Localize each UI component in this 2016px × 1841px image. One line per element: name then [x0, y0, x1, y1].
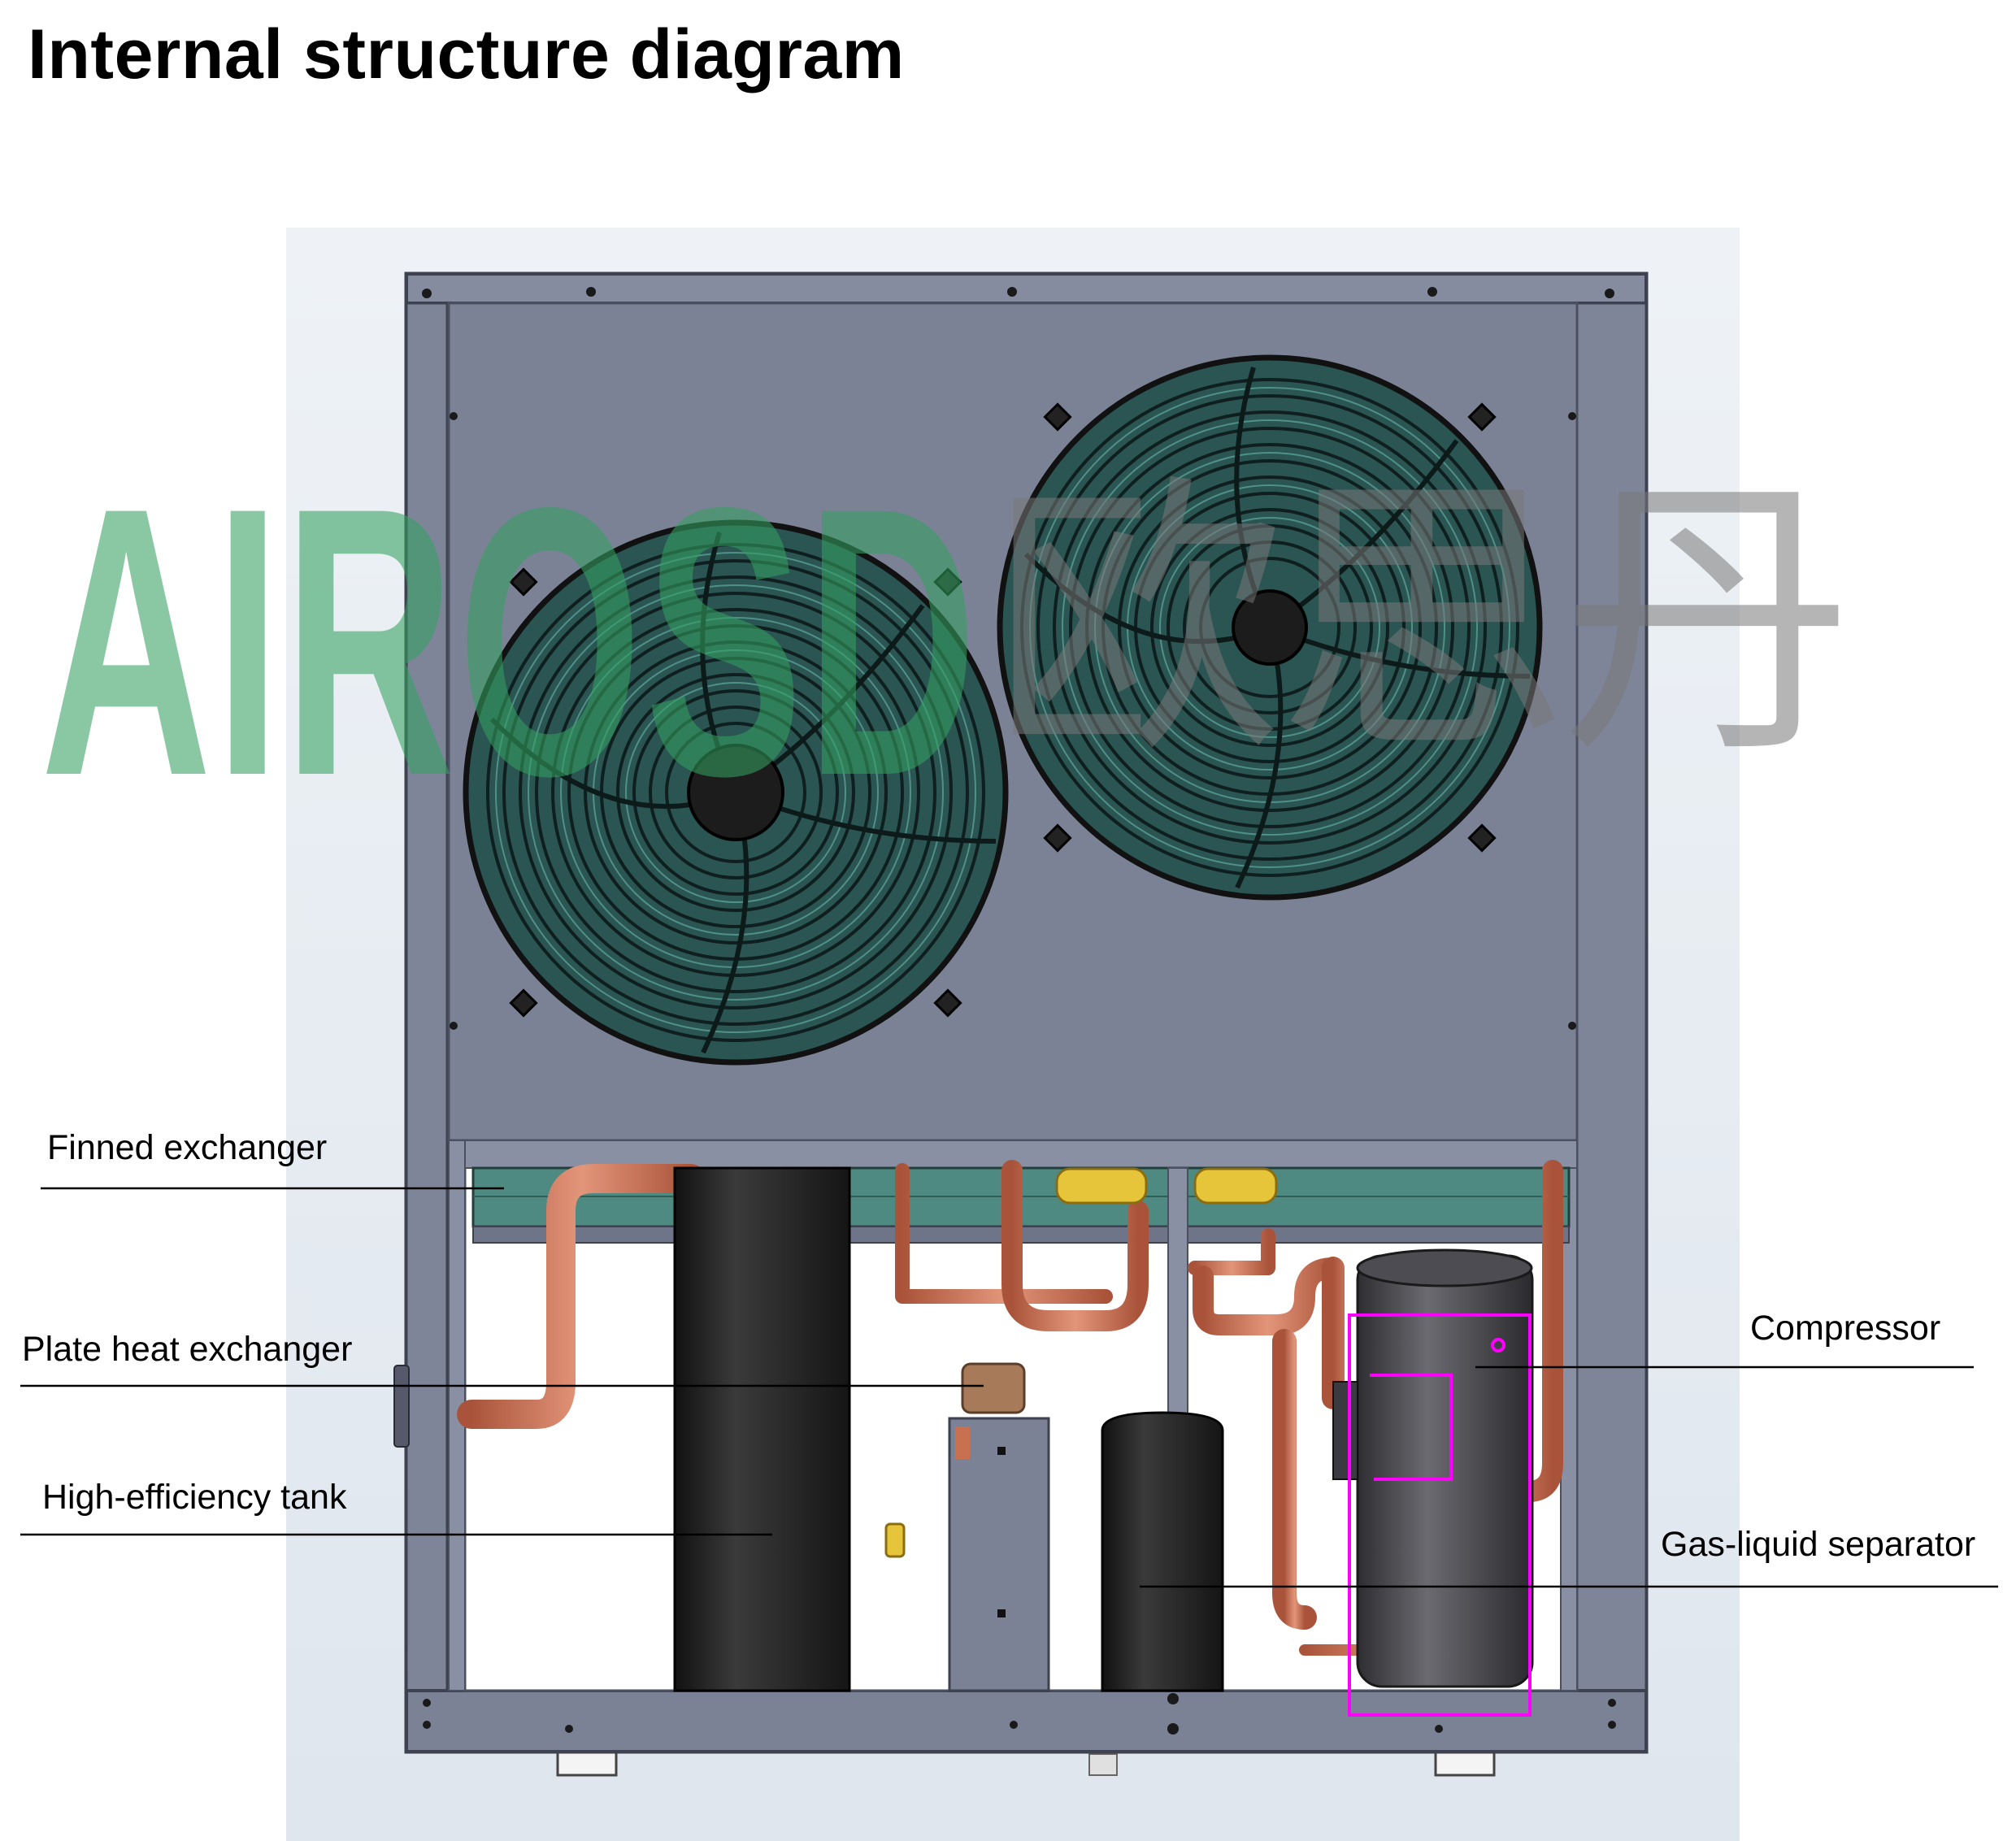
- fan-right: [997, 354, 1543, 901]
- gas-liquid-separator: [1101, 1411, 1224, 1692]
- label-compressor: Compressor: [1750, 1309, 1941, 1348]
- label-high-efficiency-tank: High-efficiency tank: [42, 1478, 347, 1517]
- yellow-fittings: [884, 1167, 1278, 1558]
- plate-heat-exchanger: [948, 1362, 1050, 1692]
- high-efficiency-tank: [673, 1166, 851, 1692]
- watermark-logo-latin: AIROSD: [41, 428, 980, 855]
- leader-lines: [20, 1187, 1998, 1588]
- label-plate-heat-exchanger: Plate heat exchanger: [22, 1330, 353, 1369]
- compressor: [1332, 1248, 1534, 1688]
- highlight-box: [1348, 1313, 1532, 1717]
- label-gas-liquid-separator: Gas-liquid separator: [1661, 1525, 1976, 1564]
- page-title: Internal structure diagram: [28, 15, 905, 93]
- watermark-logo-cjk: 欧思丹: [992, 451, 1853, 792]
- label-finned-exchanger: Finned exchanger: [47, 1128, 328, 1167]
- fan-left: [463, 519, 1009, 1066]
